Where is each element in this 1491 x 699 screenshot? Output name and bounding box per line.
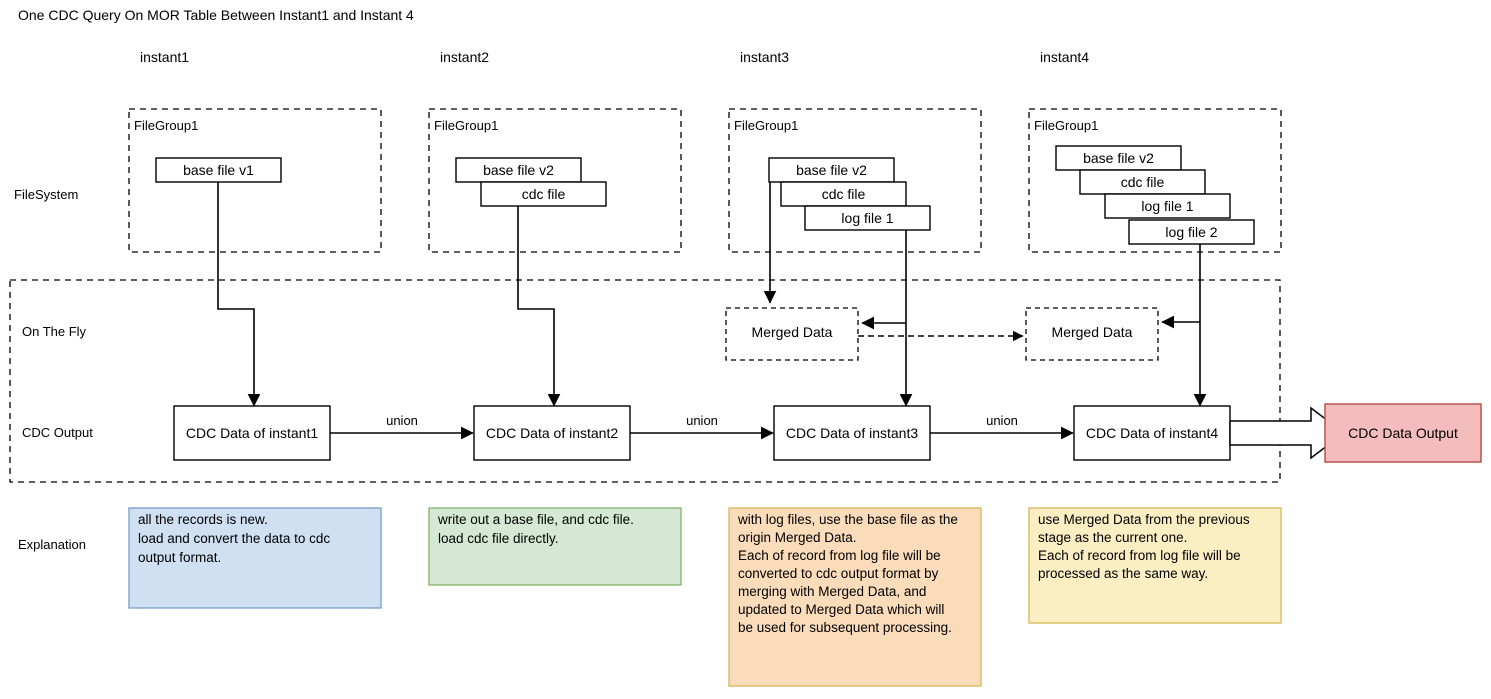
edge-label-union-3: union bbox=[986, 413, 1018, 428]
file-box-instant4-base: base file v2 bbox=[1055, 145, 1182, 171]
cdc-node-label: CDC Data of instant1 bbox=[186, 425, 318, 441]
file-box-instant4-cdc: cdc file bbox=[1079, 169, 1206, 195]
file-label: log file 2 bbox=[1165, 224, 1217, 240]
merged-data-label: Merged Data bbox=[1052, 324, 1133, 340]
file-box-instant2-cdc: cdc file bbox=[480, 181, 607, 207]
file-label: cdc file bbox=[522, 186, 566, 202]
connector-instant1-base-to-cdc bbox=[217, 182, 261, 407]
merged-data-box-instant3: Merged Data bbox=[725, 307, 859, 361]
final-output-box: CDC Data Output bbox=[1324, 403, 1482, 463]
connector-instant2-cdc-to-cdcdata bbox=[517, 202, 561, 407]
file-box-instant3-log1: log file 1 bbox=[804, 205, 931, 231]
file-box-instant1-base: base file v1 bbox=[155, 157, 282, 183]
column-header-instant3: instant3 bbox=[740, 49, 789, 65]
column-header-instant2: instant2 bbox=[440, 49, 489, 65]
filegroup-label-instant2: FileGroup1 bbox=[434, 118, 498, 133]
edge-label-union-2: union bbox=[686, 413, 718, 428]
filegroup-label-instant3: FileGroup1 bbox=[734, 118, 798, 133]
file-label: log file 1 bbox=[1141, 198, 1193, 214]
pipeline-container bbox=[9, 279, 1281, 483]
file-label: log file 1 bbox=[841, 210, 893, 226]
file-box-instant3-cdc: cdc file bbox=[780, 181, 907, 207]
row-label-filesystem: FileSystem bbox=[14, 187, 78, 202]
filegroup-box-instant2 bbox=[428, 108, 682, 253]
cdc-node-label: CDC Data of instant4 bbox=[1086, 425, 1218, 441]
explanation-text: with log files, use the base file as the… bbox=[737, 512, 962, 635]
cdc-node-instant1: CDC Data of instant1 bbox=[173, 405, 331, 461]
file-label: base file v2 bbox=[483, 162, 554, 178]
filegroup-label-instant4: FileGroup1 bbox=[1034, 118, 1098, 133]
row-label-on-the-fly: On The Fly bbox=[22, 324, 87, 339]
cdc-node-label: CDC Data of instant2 bbox=[486, 425, 618, 441]
final-output-rect bbox=[1324, 403, 1482, 463]
file-label: base file v1 bbox=[183, 162, 254, 178]
file-box-instant4-log2: log file 2 bbox=[1128, 219, 1255, 245]
explanation-text: write out a base file, and cdc file. loa… bbox=[437, 512, 638, 546]
cdc-node-instant4: CDC Data of instant4 bbox=[1073, 405, 1231, 461]
cdc-node-instant3: CDC Data of instant3 bbox=[773, 405, 931, 461]
filegroup-box-instant3 bbox=[728, 108, 982, 253]
merged-data-box-instant4: Merged Data bbox=[1025, 307, 1159, 361]
merged-data-label: Merged Data bbox=[752, 324, 833, 340]
file-label: base file v2 bbox=[1083, 150, 1154, 166]
file-label: cdc file bbox=[822, 186, 866, 202]
file-label: base file v2 bbox=[796, 162, 867, 178]
page-title: One CDC Query On MOR Table Between Insta… bbox=[18, 7, 414, 23]
explanation-text: use Merged Data from the previous stage … bbox=[1038, 512, 1253, 581]
file-box-instant4-log1: log file 1 bbox=[1104, 193, 1231, 219]
file-label: cdc file bbox=[1121, 174, 1165, 190]
cdc-node-label: CDC Data of instant3 bbox=[786, 425, 918, 441]
explanation-text: all the records is new. load and convert… bbox=[138, 512, 334, 565]
row-label-cdc-output: CDC Output bbox=[22, 425, 93, 440]
filegroup-box-instant1 bbox=[128, 108, 382, 253]
column-header-instant1: instant1 bbox=[140, 49, 189, 65]
file-box-instant2-base: base file v2 bbox=[455, 157, 582, 183]
final-output-label: CDC Data Output bbox=[1348, 425, 1458, 441]
edge-label-union-1: union bbox=[386, 413, 418, 428]
column-header-instant4: instant4 bbox=[1040, 49, 1089, 65]
filegroup-label-instant1: FileGroup1 bbox=[134, 118, 198, 133]
explanation-box-instant2: write out a base file, and cdc file. loa… bbox=[428, 507, 682, 586]
explanation-box-instant4: use Merged Data from the previous stage … bbox=[1028, 507, 1282, 624]
row-label-explanation: Explanation bbox=[18, 537, 86, 552]
explanation-box-instant1: all the records is new. load and convert… bbox=[128, 507, 382, 609]
file-box-instant3-base: base file v2 bbox=[768, 157, 895, 183]
cdc-node-instant2: CDC Data of instant2 bbox=[473, 405, 631, 461]
explanation-box-instant3: with log files, use the base file as the… bbox=[728, 507, 982, 687]
filegroup-box-instant4 bbox=[1028, 108, 1282, 253]
